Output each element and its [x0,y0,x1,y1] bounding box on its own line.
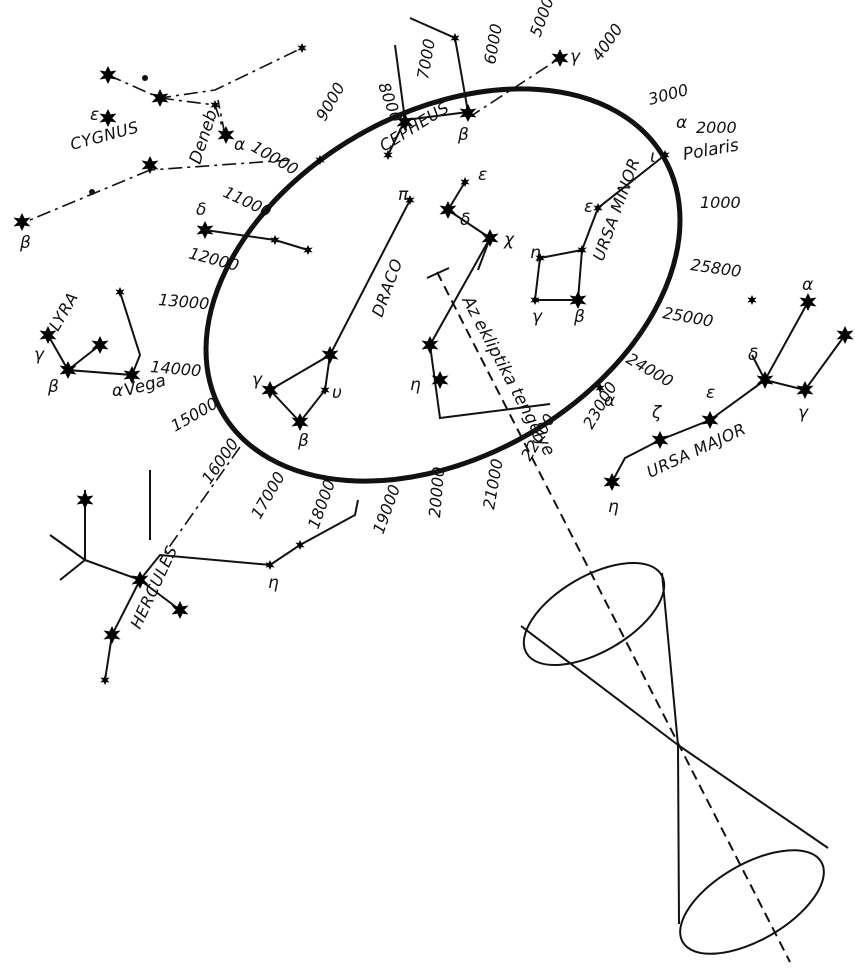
greek-uma-eta: η [608,497,619,517]
year-17000: 17000 [247,468,289,522]
label-lyra: LYRA [45,289,82,334]
label-cygnus: CYGNUS [68,117,141,154]
greek-lyra-gamma: γ [34,345,45,365]
year-15000: 15000 [168,394,222,436]
year-6000: 6000 [480,22,506,65]
greek-draco-chi: χ [503,230,515,250]
label-deneb: Deneb [186,108,222,167]
greek-delta-cyg: δ [196,200,206,220]
greek-cepheus-beta: β [457,125,469,145]
greek-cygnus-epsilon: ε [90,105,99,125]
year-21000: 21000 [479,457,507,510]
label-hercules: HERCULES [126,543,181,632]
greek-draco-delta: δ [460,210,470,230]
greek-uma-delta: δ [748,345,758,365]
ecliptic-pole-mark [427,268,449,278]
label-ursa-major: URSA MAJOR [644,419,749,482]
year-19000: 19000 [369,482,404,536]
cygnus-figure [14,43,325,231]
label-polaris: Polaris [681,135,740,165]
greek-cepheus-gamma: γ [570,47,581,67]
year-25000: 25000 [661,303,714,331]
ursa-major-figure [604,293,854,491]
greek-polaris-alpha: α [676,113,687,133]
year-25800: 25800 [689,255,742,281]
year-18000: 18000 [304,477,339,531]
year-1000: 1000 [700,193,741,212]
year-10000: 10000 [248,137,302,179]
greek-umi-eta: η [530,243,541,263]
greek-umi-gamma: γ [532,307,543,327]
greek-uma-gamma: γ [798,403,809,423]
year-11000: 11000 [220,182,274,221]
ecliptic-axis [437,272,790,962]
greek-draco-epsilon: ε [478,165,487,185]
greek-uma-alpha: α [802,275,813,295]
year-2000: 2000 [696,118,737,137]
greek-umi-beta: β [573,307,585,327]
greek-draco-beta: β [297,431,309,451]
year-5000: 5000 [526,0,558,39]
greek-deneb-alpha: α [234,135,245,155]
year-7000: 7000 [413,37,439,80]
greek-hercules-eta: η [268,573,279,593]
greek-draco-eta: η [410,375,421,395]
year-12000: 12000 [187,244,241,276]
greek-uma-epsilon: ε [706,383,715,403]
year-20000: 20000 [425,466,448,518]
greek-draco-pi: π [398,185,409,205]
greek-draco-upsilon: υ [332,383,342,403]
year-3000: 3000 [646,80,690,109]
year-4000: 4000 [588,20,627,64]
year-16000: 16000 [198,435,243,488]
greek-lyra-beta: β [47,377,59,397]
label-draco: DRACO [368,256,407,319]
pole-line-cygnus-2 [30,170,150,220]
greek-uma-zeta: ζ [651,403,663,423]
greek-draco-gamma: γ [252,370,263,390]
year-24000: 24000 [623,349,677,391]
greek-cygnus-beta: β [19,233,31,253]
lyra-figure [40,287,141,384]
precession-cone [507,542,840,972]
year-9000: 9000 [312,79,349,124]
greek-vega-alpha: α [112,381,123,401]
greek-umi-epsilon: ε [584,197,593,217]
greek-umi-iota: ι [650,147,656,167]
year-13000: 13000 [158,290,210,313]
